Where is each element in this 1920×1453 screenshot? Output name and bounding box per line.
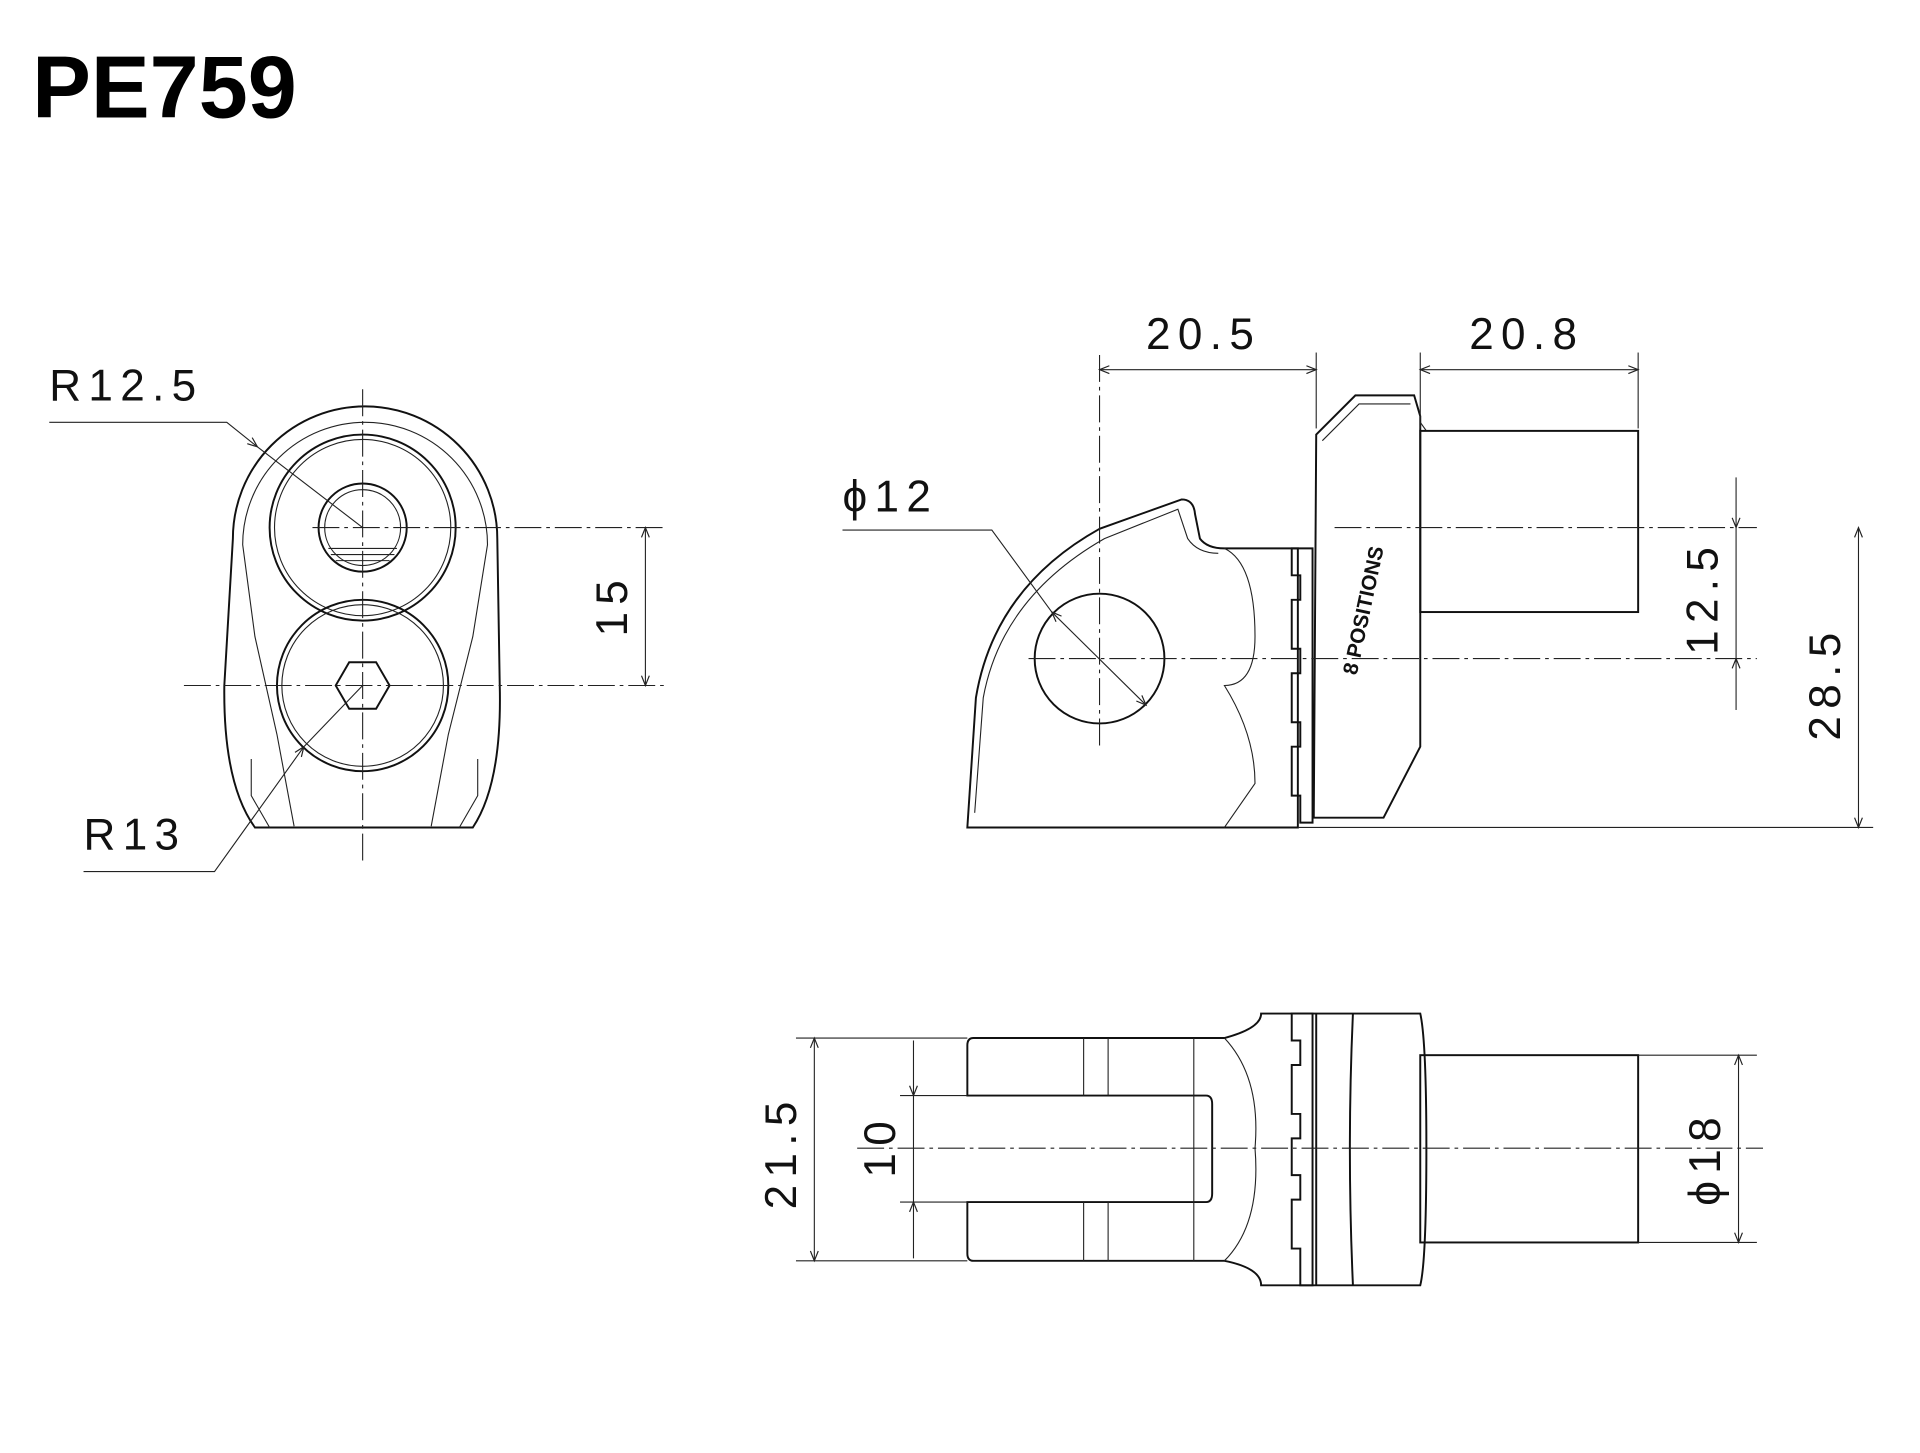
dim-28-5: 28.5 [1801, 625, 1850, 740]
part-number-title: PE759 [32, 38, 297, 137]
dim-r13: R13 [84, 811, 187, 860]
dim-10: 10 [856, 1114, 905, 1178]
adjuster-label: 8 POSITIONS [1339, 544, 1389, 677]
side-view: 8 POSITIONS 20.5 20.8 ϕ12 12.5 28.5 [842, 310, 1874, 830]
dim-20-5: 20.5 [1146, 310, 1261, 359]
dim-15: 15 [588, 573, 637, 637]
dim-peg-18: ϕ18 [1681, 1110, 1730, 1206]
dim-r12-5: R12.5 [49, 361, 203, 410]
dim-21-5: 21.5 [757, 1094, 806, 1209]
dim-20-8: 20.8 [1469, 310, 1584, 359]
dim-12-5: 12.5 [1679, 540, 1728, 655]
front-view: 15 R12.5 R13 [49, 361, 668, 873]
top-view: 21.5 10 ϕ18 [757, 1012, 1764, 1287]
dim-bore-12: ϕ12 [842, 473, 938, 522]
